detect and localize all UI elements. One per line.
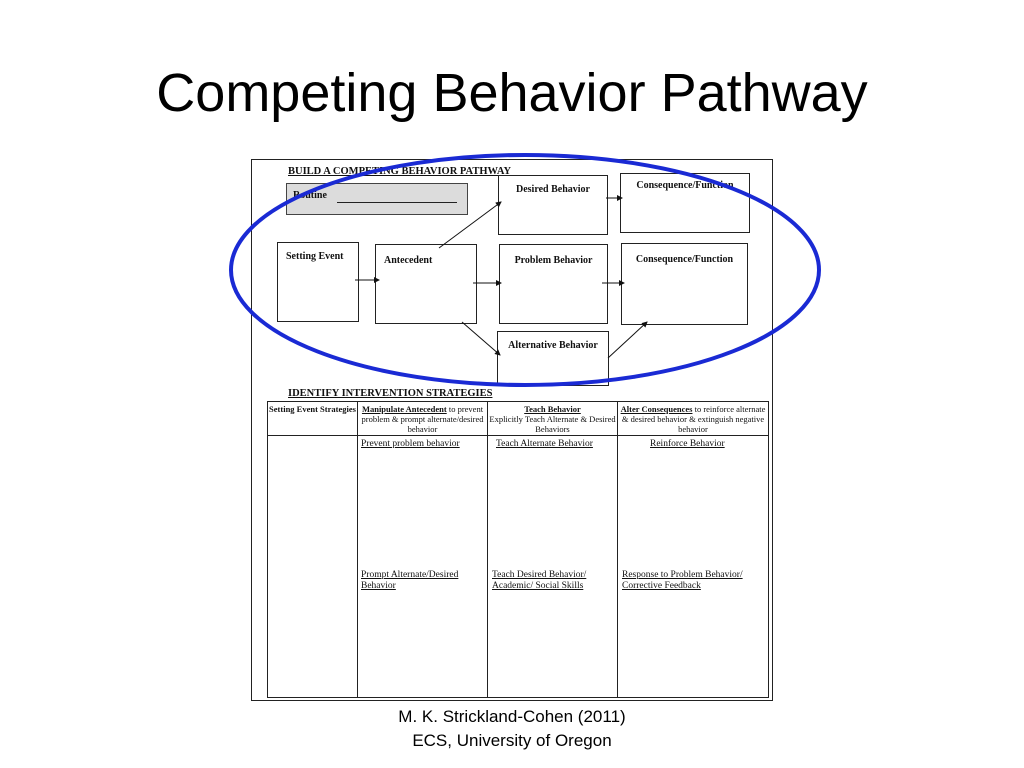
arrow-antecedent-to-alternative bbox=[461, 321, 501, 356]
consequence-top-box: Consequence/Function bbox=[620, 173, 750, 233]
consequence-top-label: Consequence/Function bbox=[636, 180, 734, 191]
consequence-middle-label: Consequence/Function bbox=[635, 254, 734, 265]
alternative-behavior-box: Alternative Behavior bbox=[497, 331, 609, 386]
routine-blank-line bbox=[337, 202, 457, 203]
antecedent-strategies-column: Manipulate Antecedent to prevent problem… bbox=[358, 402, 488, 697]
alter-consequences-column: Alter Consequences to reinforce alternat… bbox=[618, 402, 768, 697]
antecedent-box: Antecedent bbox=[375, 244, 477, 324]
antecedent-label: Antecedent bbox=[384, 255, 433, 266]
column-subtitle: Explicitly Teach Alternate & Desired Beh… bbox=[489, 414, 616, 434]
column-header: Teach Behavior Explicitly Teach Alternat… bbox=[488, 402, 617, 436]
teach-behavior-column: Teach Behavior Explicitly Teach Alternat… bbox=[488, 402, 618, 697]
routine-label: Routine bbox=[293, 190, 327, 201]
column-title: Setting Event Strategies bbox=[269, 404, 356, 414]
desired-behavior-box: Desired Behavior bbox=[498, 175, 608, 235]
worksheet: BUILD A COMPETING BEHAVIOR PATHWAY Routi… bbox=[251, 159, 773, 701]
setting-event-strategies-column: Setting Event Strategies bbox=[268, 402, 358, 697]
strategies-table: Setting Event Strategies Manipulate Ante… bbox=[267, 401, 769, 698]
routine-field: Routine bbox=[286, 183, 468, 215]
column-title: Alter Consequences bbox=[620, 404, 693, 414]
column-title: Manipulate Antecedent bbox=[361, 404, 447, 414]
column-header: Setting Event Strategies bbox=[268, 402, 357, 436]
setting-event-box: Setting Event bbox=[277, 242, 359, 322]
column-title: Teach Behavior bbox=[524, 404, 581, 414]
column-header: Manipulate Antecedent to prevent problem… bbox=[358, 402, 487, 436]
problem-behavior-box: Problem Behavior bbox=[499, 244, 608, 324]
column-header: Alter Consequences to reinforce alternat… bbox=[618, 402, 768, 436]
strategies-heading: IDENTIFY INTERVENTION STRATEGIES bbox=[288, 388, 493, 399]
credit-affiliation: ECS, University of Oregon bbox=[412, 731, 612, 750]
problem-behavior-label: Problem Behavior bbox=[514, 255, 593, 266]
strategy-item: Response to Problem Behavior/ Corrective… bbox=[622, 570, 743, 591]
strategy-item: Reinforce Behavior bbox=[650, 439, 725, 449]
strategy-item: Teach Desired Behavior/ Academic/ Social… bbox=[492, 570, 587, 591]
strategy-item: Prevent problem behavior bbox=[361, 439, 460, 449]
setting-event-label: Setting Event bbox=[286, 251, 344, 262]
desired-behavior-label: Desired Behavior bbox=[516, 184, 590, 195]
arrow-alternative-to-consequence bbox=[607, 321, 648, 359]
consequence-middle-box: Consequence/Function bbox=[621, 243, 748, 325]
slide-title: Competing Behavior Pathway bbox=[156, 63, 868, 123]
credit-author: M. K. Strickland-Cohen (2011) bbox=[398, 707, 626, 726]
strategy-item: Prompt Alternate/Desired Behavior bbox=[361, 570, 459, 591]
column-subtitle: to prevent problem & prompt alternate/de… bbox=[361, 404, 484, 434]
pathway-heading: BUILD A COMPETING BEHAVIOR PATHWAY bbox=[288, 166, 512, 177]
column-subtitle: to reinforce alternate & desired behavio… bbox=[621, 404, 766, 434]
alternative-behavior-label: Alternative Behavior bbox=[508, 340, 598, 351]
strategy-item: Teach Alternate Behavior bbox=[496, 439, 593, 449]
